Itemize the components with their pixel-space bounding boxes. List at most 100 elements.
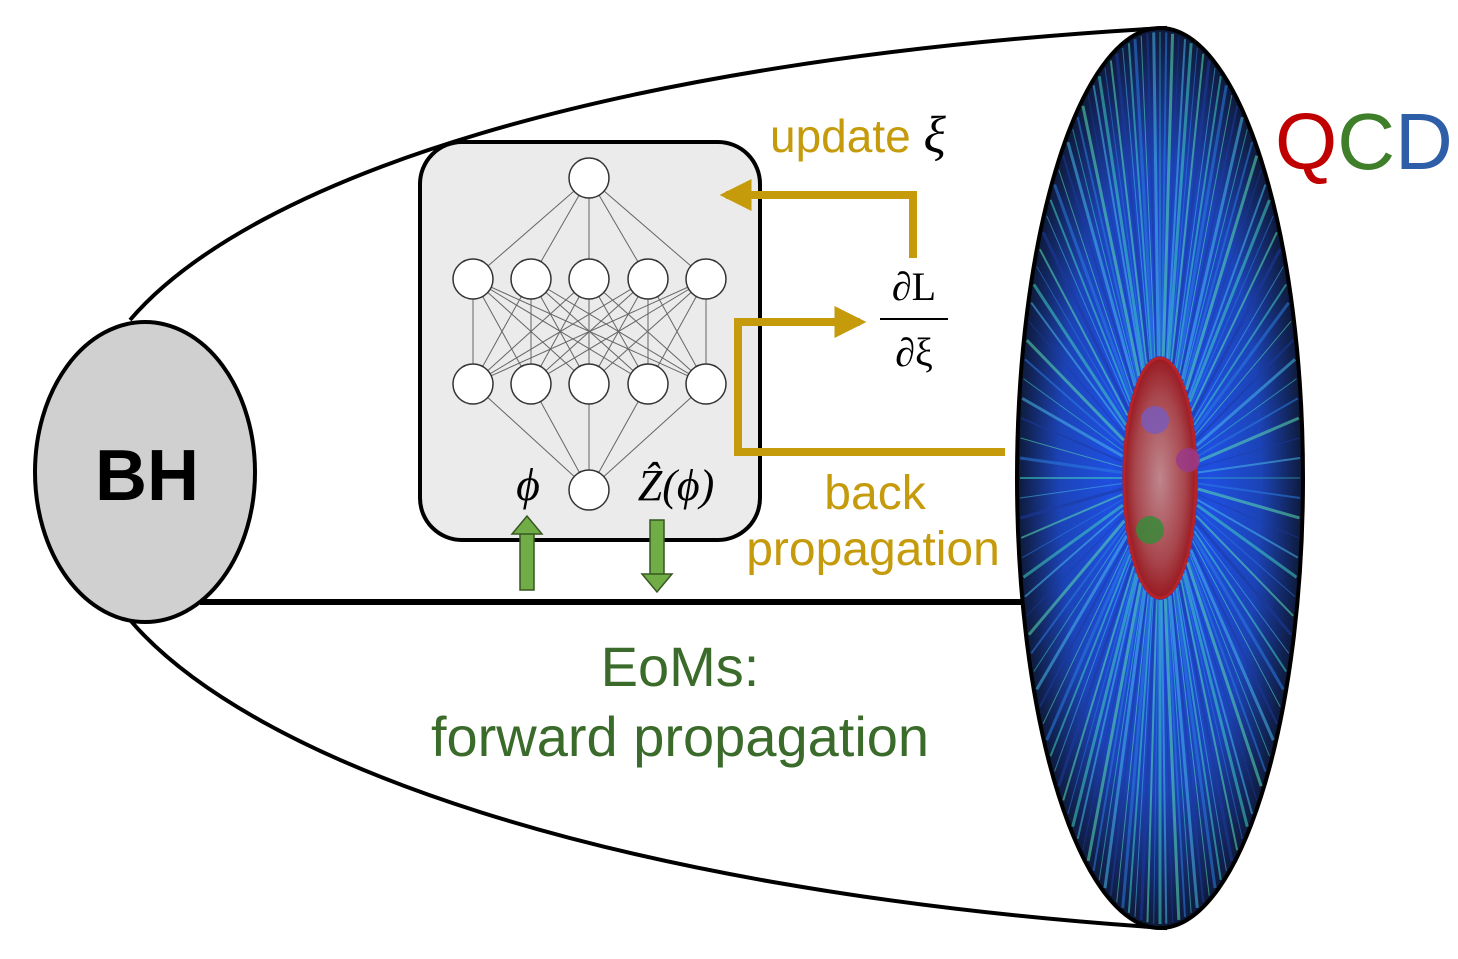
qcd-ray <box>1192 540 1281 707</box>
quark-2 <box>1176 448 1200 472</box>
qcd-ray <box>1169 48 1198 361</box>
qcd-ray <box>1071 573 1138 828</box>
qcd-ray <box>1062 565 1135 801</box>
nn-node <box>452 258 494 300</box>
qcd-ray <box>1020 487 1123 520</box>
qcd-ray <box>1179 579 1239 851</box>
nn-edge <box>530 278 707 385</box>
qcd-ray <box>1140 36 1156 358</box>
qcd-ray <box>1020 417 1123 463</box>
qcd-ray <box>1161 33 1175 357</box>
qcd-ray <box>1197 437 1300 468</box>
nn-edge <box>472 177 590 280</box>
qcd-ray <box>1153 599 1159 924</box>
qcd-ray <box>1115 53 1150 363</box>
qcd-ray <box>1193 301 1290 431</box>
qcd-ray <box>1187 184 1267 399</box>
qcd-ray <box>1127 43 1153 360</box>
qcd-ray <box>1170 53 1205 363</box>
back-propagation-label: back propagation <box>728 466 1018 578</box>
qcd-ray <box>1180 116 1244 380</box>
nn-node <box>510 258 552 300</box>
qcd-ray <box>1176 85 1228 371</box>
qcd-rays <box>1019 32 1301 924</box>
input-label: ϕ <box>516 459 540 510</box>
nn-edge <box>472 383 590 491</box>
qcd-ray <box>1189 549 1275 741</box>
qcd-ray <box>1160 599 1168 924</box>
qcd-ray <box>1146 599 1158 923</box>
qcd-ray <box>1087 95 1142 374</box>
qcd-ray <box>1057 561 1134 787</box>
qcd-ray <box>1194 519 1293 636</box>
qcd-ray <box>1049 199 1132 403</box>
quark-1 <box>1141 406 1169 434</box>
qcd-ray <box>1191 248 1282 417</box>
qcd-ray <box>1190 231 1278 412</box>
neural-network-panel: ϕ Ẑ(ϕ) <box>418 140 762 542</box>
qcd-ray <box>1104 67 1146 366</box>
qcd-ray <box>1121 595 1152 909</box>
black-hole: BH <box>33 320 257 624</box>
qcd-ray <box>1020 437 1123 468</box>
qcd-ray <box>1163 598 1181 921</box>
gradient-denominator: ∂ξ <box>895 330 933 375</box>
qcd-ray <box>1097 75 1145 369</box>
qcd-ray <box>1193 530 1287 673</box>
qcd-ray <box>1179 105 1239 377</box>
qcd-ray <box>1196 510 1296 598</box>
qcd-ray <box>1195 320 1292 436</box>
qcd-ray <box>1081 105 1141 377</box>
qcd-ray <box>1042 544 1129 724</box>
qcd-ray <box>1020 482 1123 499</box>
update-word: update <box>770 110 911 162</box>
qcd-ray <box>1197 482 1301 499</box>
qcd-ray <box>1086 582 1142 862</box>
eoms-label: EoMs: forward propagation <box>380 632 980 772</box>
nn-edge <box>472 278 707 385</box>
qcd-ray <box>1092 585 1143 871</box>
qcd-ray <box>1193 283 1287 426</box>
qcd-ray <box>1054 558 1132 772</box>
qcd-ray <box>1098 587 1145 880</box>
qcd-ray <box>1045 549 1131 741</box>
qcd-ray <box>1066 141 1137 387</box>
qcd-ray <box>1189 553 1270 757</box>
qcd-ray <box>1194 525 1290 654</box>
qcd-ray <box>1183 129 1248 383</box>
qcd-ray <box>1186 169 1262 394</box>
qcd-ray <box>1182 573 1249 828</box>
qcd-ray <box>1184 569 1254 815</box>
qcd-ray <box>1190 544 1278 725</box>
qcd-ray <box>1024 358 1125 447</box>
qcd-ray <box>1092 85 1143 371</box>
bh-label: BH <box>95 436 199 516</box>
qcd-ray <box>1178 95 1233 374</box>
qcd-ray <box>1192 535 1285 691</box>
nn-node <box>510 363 552 405</box>
qcd-ray <box>1027 519 1126 636</box>
qcd-ray <box>1046 215 1130 407</box>
qcd-ray <box>1178 582 1234 862</box>
qcd-ray <box>1193 266 1284 421</box>
qcd-ray <box>1023 378 1124 452</box>
qcd-ray <box>1041 231 1130 412</box>
qcd-ray <box>1025 339 1125 442</box>
qcd-ray <box>1021 397 1124 458</box>
update-label: update ξ <box>770 106 946 165</box>
qcd-ray <box>1053 184 1133 399</box>
nn-node <box>568 157 610 199</box>
qcd-ray <box>1033 530 1127 672</box>
qcd-letter-q: Q <box>1275 97 1338 186</box>
qcd-ray <box>1030 525 1126 654</box>
qcd-ray <box>1162 599 1174 923</box>
nn-edge <box>472 278 590 385</box>
qcd-ray <box>1196 503 1298 579</box>
qcd-ray <box>1076 576 1139 840</box>
qcd-ray <box>1167 596 1192 913</box>
nn-node <box>685 363 727 405</box>
qcd-ray <box>1197 493 1299 539</box>
qcd-ray <box>1035 535 1128 691</box>
qcd-ray <box>1038 540 1129 708</box>
